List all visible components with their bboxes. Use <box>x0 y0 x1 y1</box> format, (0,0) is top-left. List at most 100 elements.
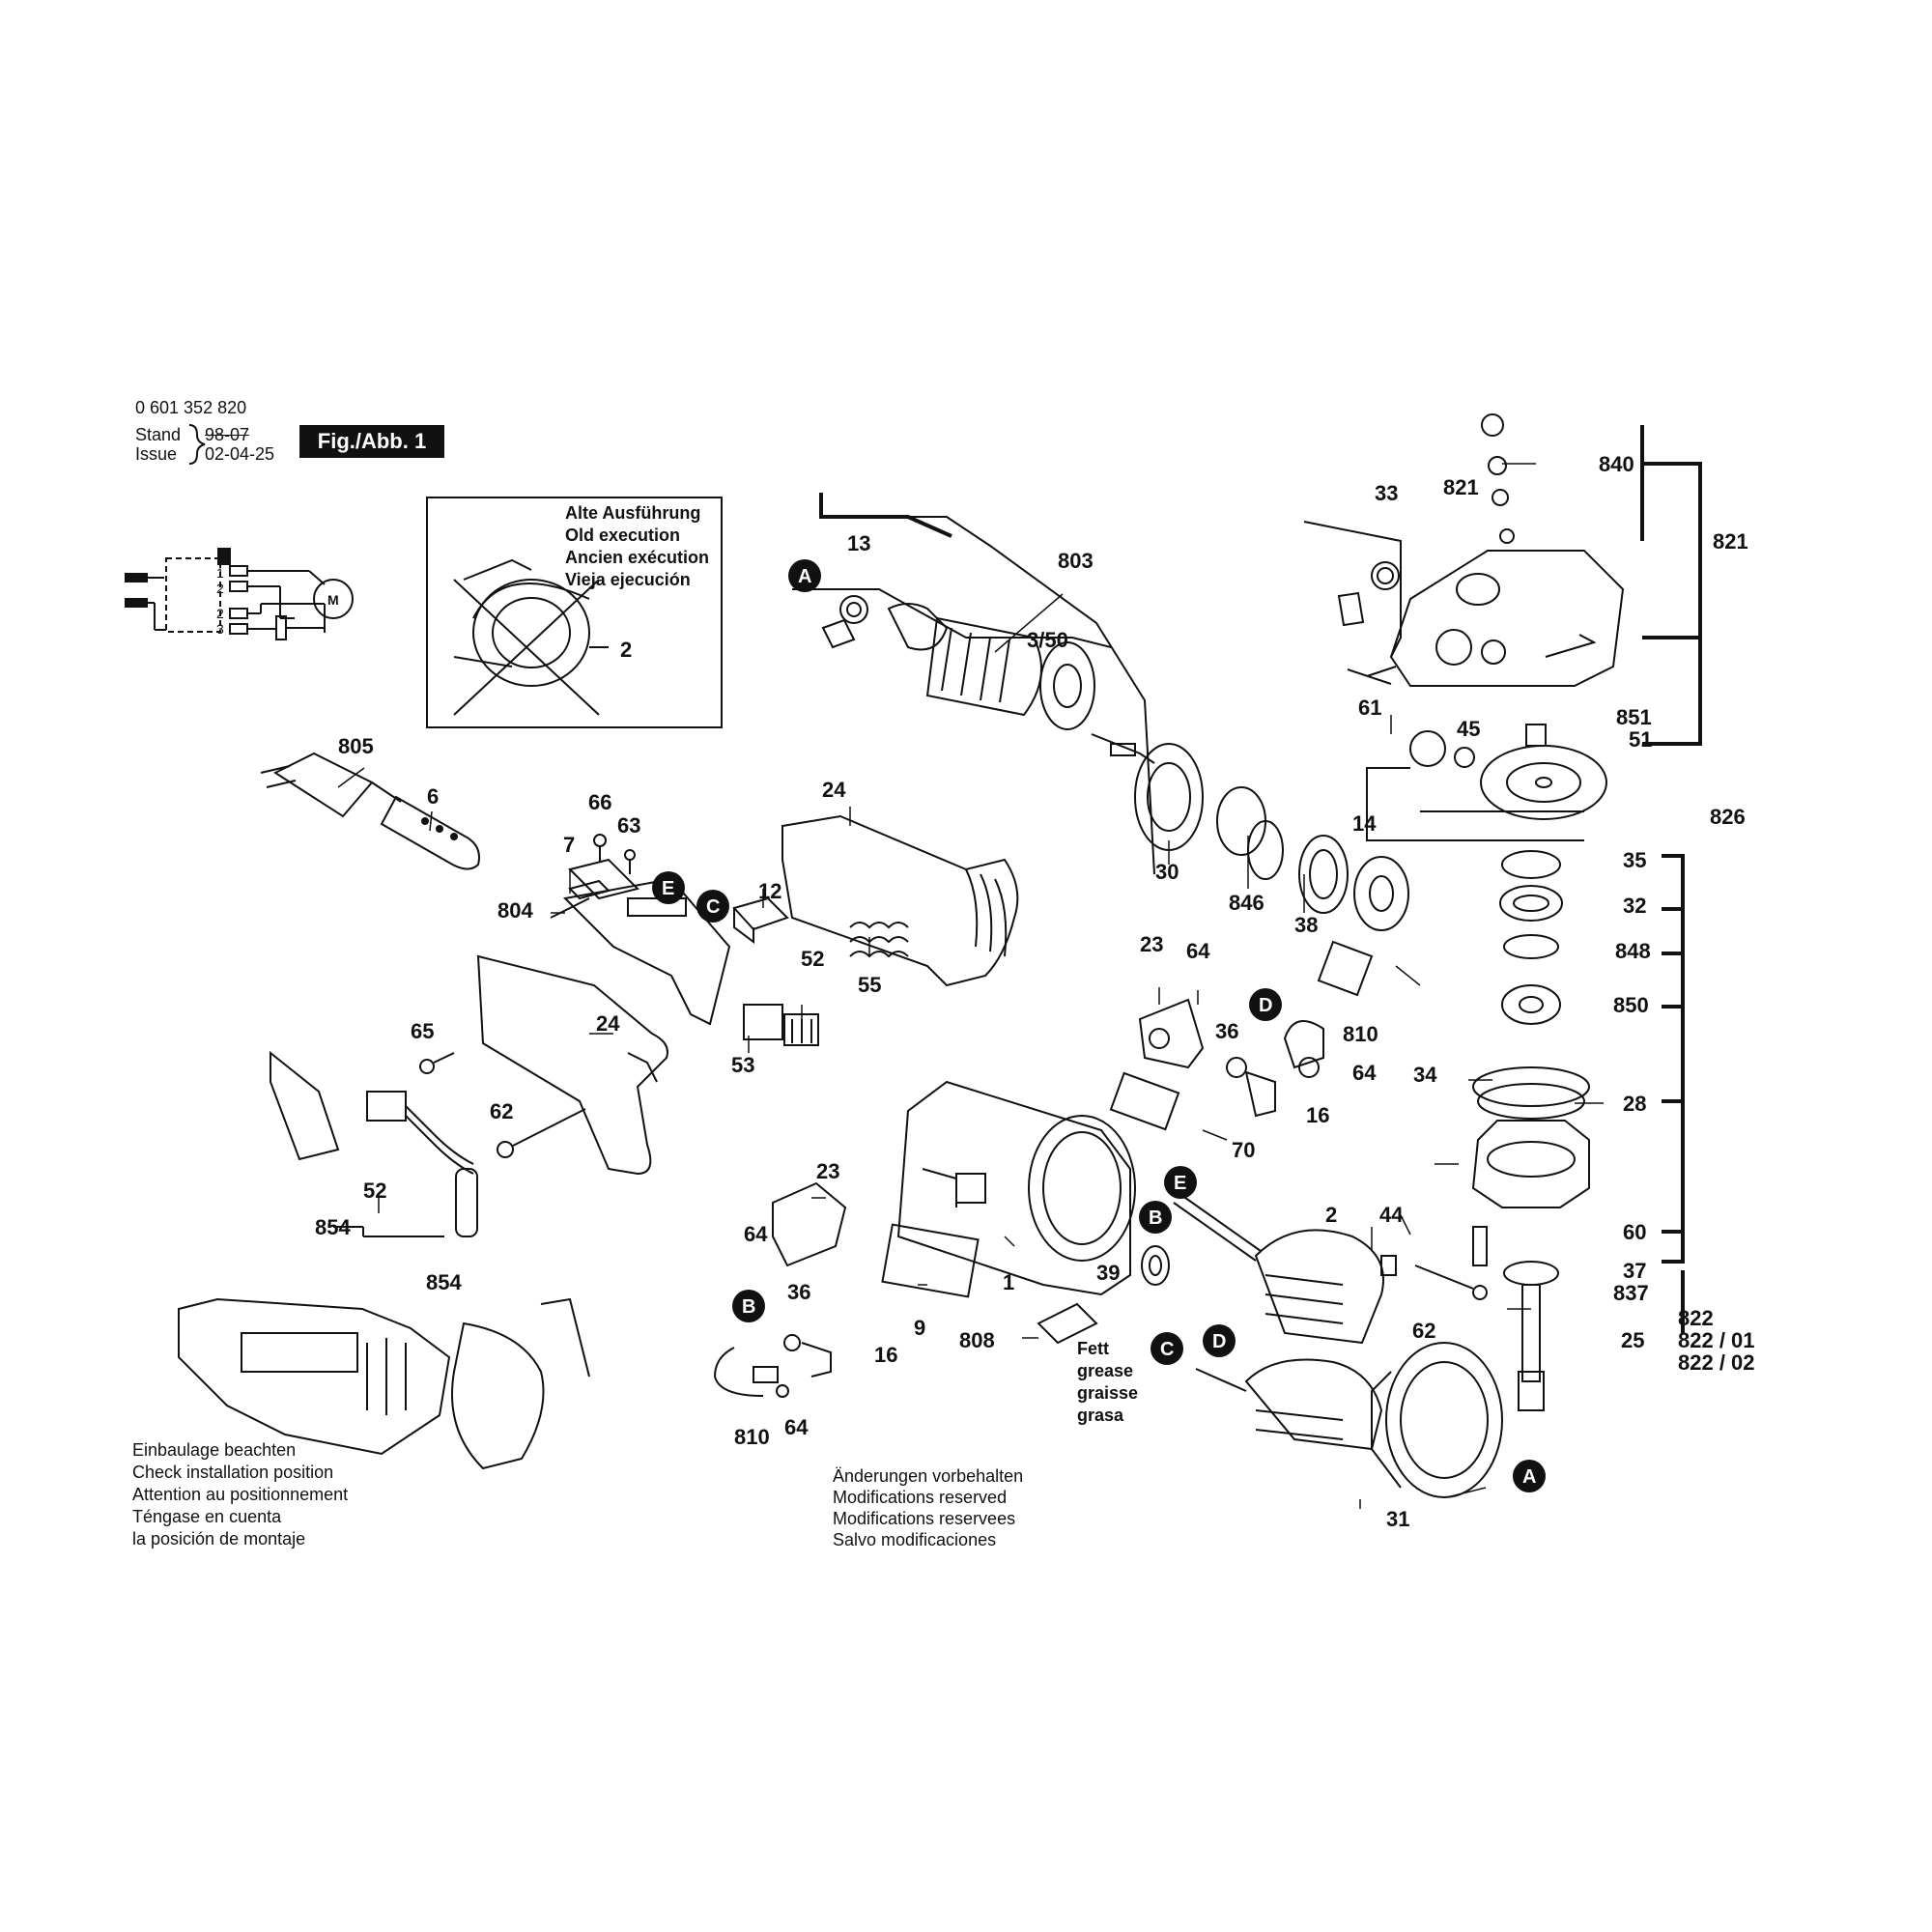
callout-66: 66 <box>588 790 611 814</box>
callout-826: 826 <box>1710 805 1746 829</box>
installed-position-illustration <box>178 1297 590 1470</box>
figure-label: Fig./Abb. 1 <box>299 425 444 458</box>
stator-2-lower <box>1195 1358 1383 1451</box>
callout-64-bottom: 64 <box>784 1415 809 1439</box>
callout-2-old: 2 <box>620 638 632 662</box>
old-exec-es: Vieja ejecución <box>565 570 691 589</box>
label-808-sheet <box>1037 1302 1098 1345</box>
marker-C-lower: C <box>1151 1332 1183 1365</box>
marker-E-upper: E <box>652 871 685 904</box>
install-note-en: Check installation position <box>132 1463 334 1482</box>
motor-housing-1 <box>896 1080 1136 1296</box>
gear-head-821 <box>1303 413 1625 687</box>
callout-62-right: 62 <box>1412 1319 1435 1343</box>
callout-9: 9 <box>914 1316 925 1340</box>
old-exec-fr: Ancien exécution <box>565 548 710 567</box>
svg-text:E: E <box>662 878 674 899</box>
grease-fr: graisse <box>1077 1383 1139 1403</box>
callout-51: 51 <box>1629 727 1652 752</box>
svg-text:C: C <box>1160 1339 1174 1360</box>
armature-803 <box>821 595 1155 764</box>
callout-24-upper: 24 <box>822 778 846 802</box>
old-exec-de: Alte Ausführung <box>565 503 701 523</box>
callout-803: 803 <box>1058 549 1094 573</box>
callout-30: 30 <box>1155 860 1179 884</box>
svg-text:D: D <box>1259 995 1272 1016</box>
spindle-stack <box>1366 767 1590 1411</box>
callout-33: 33 <box>1375 481 1398 505</box>
modifications-de: Änderungen vorbehalten <box>833 1466 1024 1486</box>
callout-6: 6 <box>427 784 439 809</box>
connector-52-53 <box>743 1004 819 1046</box>
stand-date: 98-07 <box>205 425 250 444</box>
marker-A-top: A <box>788 559 821 592</box>
grommet-39 <box>1141 1245 1170 1286</box>
callout-822-02: 822 / 02 <box>1678 1350 1755 1375</box>
callout-36-lower: 36 <box>787 1280 810 1304</box>
housing-half-24-lower <box>476 954 668 1176</box>
callout-12: 12 <box>758 879 781 903</box>
wiring-terminal-2b: 2 <box>216 606 224 621</box>
callout-35: 35 <box>1623 848 1646 872</box>
callout-39: 39 <box>1096 1261 1120 1285</box>
marker-A-bottom: A <box>1513 1460 1546 1492</box>
part-44 <box>1380 1255 1397 1276</box>
marker-B-lower: B <box>732 1290 765 1322</box>
part-12 <box>732 896 789 944</box>
svg-text:E: E <box>1174 1173 1186 1194</box>
issue-date: 02-04-25 <box>205 444 275 464</box>
callout-64-lower: 64 <box>744 1222 768 1246</box>
callout-14: 14 <box>1352 811 1377 836</box>
callout-810-lower: 810 <box>734 1425 770 1449</box>
marker-C-upper: C <box>696 890 729 923</box>
grease-de: Fett <box>1077 1339 1109 1358</box>
callout-23-lower: 23 <box>816 1159 839 1183</box>
end-shield-31 <box>1371 1342 1503 1498</box>
callout-65: 65 <box>411 1019 434 1043</box>
marker-D-upper: D <box>1249 988 1282 1021</box>
callout-25: 25 <box>1621 1328 1644 1352</box>
callout-45: 45 <box>1457 717 1480 741</box>
svg-text:A: A <box>1522 1466 1536 1488</box>
housing-half-24-upper <box>781 814 1019 987</box>
callout-16-upper: 16 <box>1306 1103 1329 1127</box>
brush-cap-23-upper <box>1138 998 1205 1069</box>
brush-cap-23-lower <box>772 1181 847 1267</box>
callout-52: 52 <box>801 947 824 971</box>
callout-822: 822 <box>1678 1306 1714 1330</box>
install-note-es1: Téngase en cuenta <box>132 1507 282 1526</box>
callout-848: 848 <box>1615 939 1651 963</box>
svg-text:A: A <box>798 566 811 587</box>
stator-2-upper <box>1173 1192 1384 1345</box>
svg-text:C: C <box>706 896 720 918</box>
svg-text:B: B <box>742 1296 755 1318</box>
issue-label: Issue <box>135 444 178 464</box>
callout-34: 34 <box>1413 1063 1437 1087</box>
letter-markers: A A B B C C D D E E <box>652 559 1546 1492</box>
old-stator-drawing <box>453 558 609 716</box>
stand-label: Stand <box>135 425 182 444</box>
callout-64-right: 64 <box>1352 1061 1377 1085</box>
harness-854 <box>270 1050 478 1237</box>
callout-810-upper: 810 <box>1343 1022 1378 1046</box>
callout-37: 37 <box>1623 1259 1646 1283</box>
grease-en: grease <box>1077 1361 1134 1380</box>
callout-1: 1 <box>1003 1270 1014 1294</box>
wiring-terminal-2a: 2 <box>216 581 224 596</box>
screws-left <box>419 834 636 1158</box>
wiring-terminal-3: 3 <box>216 621 224 637</box>
gears <box>1409 724 1607 820</box>
callout-837: 837 <box>1613 1281 1649 1305</box>
modifications-fr: Modifications reservees <box>833 1509 1016 1528</box>
callout-63: 63 <box>617 813 640 838</box>
callout-44: 44 <box>1379 1203 1404 1227</box>
spring-55 <box>849 922 909 958</box>
callout-7: 7 <box>563 833 575 857</box>
label-70-sheet <box>1109 1071 1180 1131</box>
callout-labels: 805 6 66 63 7 804 12 52 53 55 24 24 65 6… <box>315 452 1755 1531</box>
svg-text:B: B <box>1149 1208 1162 1229</box>
modifications-es: Salvo modificaciones <box>833 1530 997 1549</box>
callout-28: 28 <box>1623 1092 1646 1116</box>
callout-16-lower: 16 <box>874 1343 897 1367</box>
